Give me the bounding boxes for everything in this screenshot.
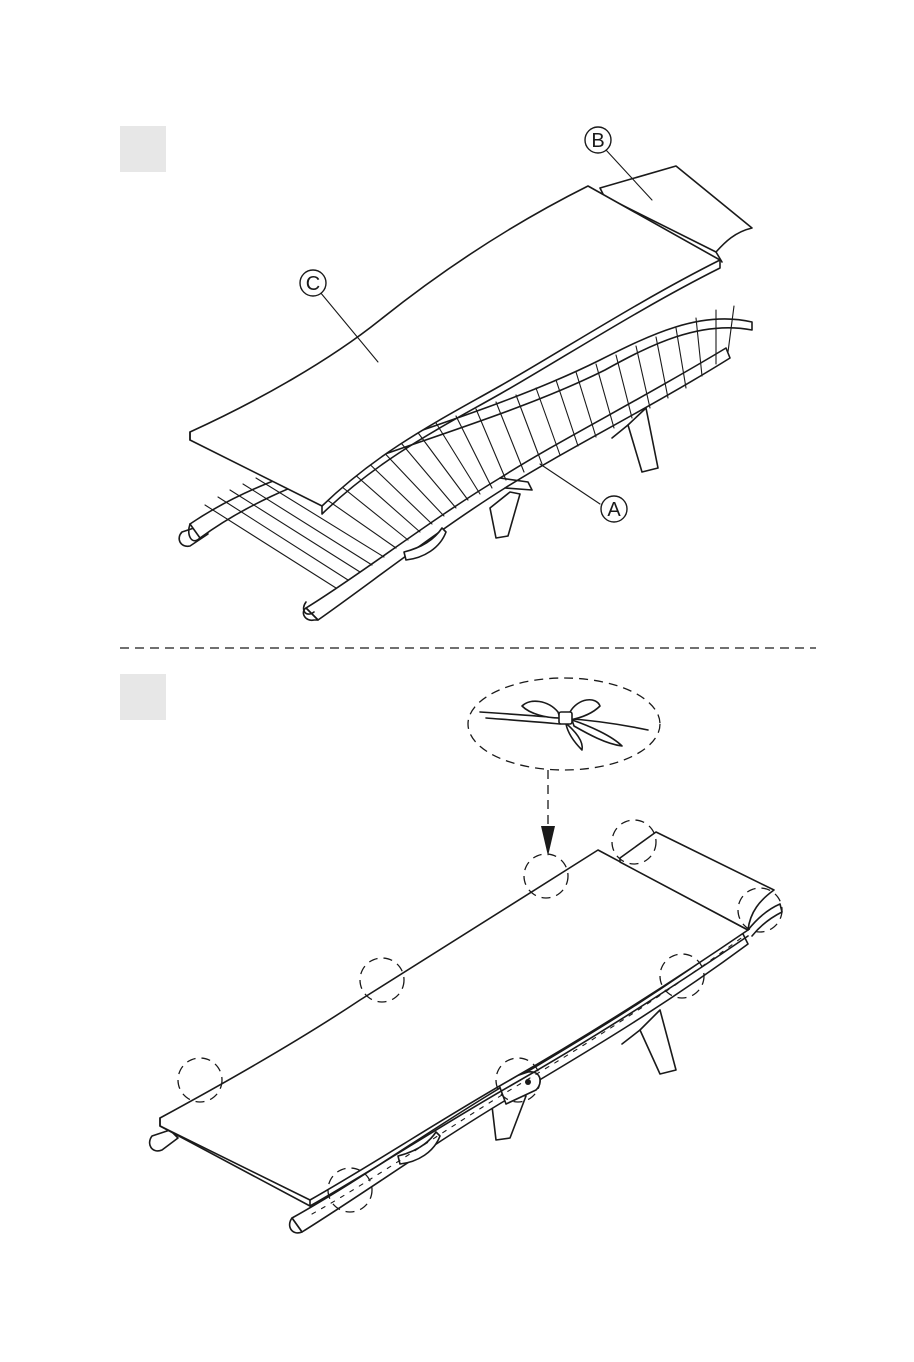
step-1-illustration: B C A — [179, 127, 752, 620]
lounger-front-legs — [490, 492, 520, 538]
step-2-illustration — [150, 678, 782, 1233]
callout-b: B — [585, 127, 611, 153]
tie-bow-detail-icon — [468, 678, 660, 770]
callout-c: C — [300, 270, 326, 296]
callout-b-label: B — [591, 130, 604, 152]
lounger-back-legs-2 — [640, 1010, 676, 1074]
callout-c-label: C — [306, 273, 320, 295]
callout-a-label: A — [607, 499, 621, 521]
down-arrow-icon — [541, 770, 555, 856]
seat-cushion-installed — [160, 832, 782, 1206]
callout-a: A — [601, 496, 627, 522]
